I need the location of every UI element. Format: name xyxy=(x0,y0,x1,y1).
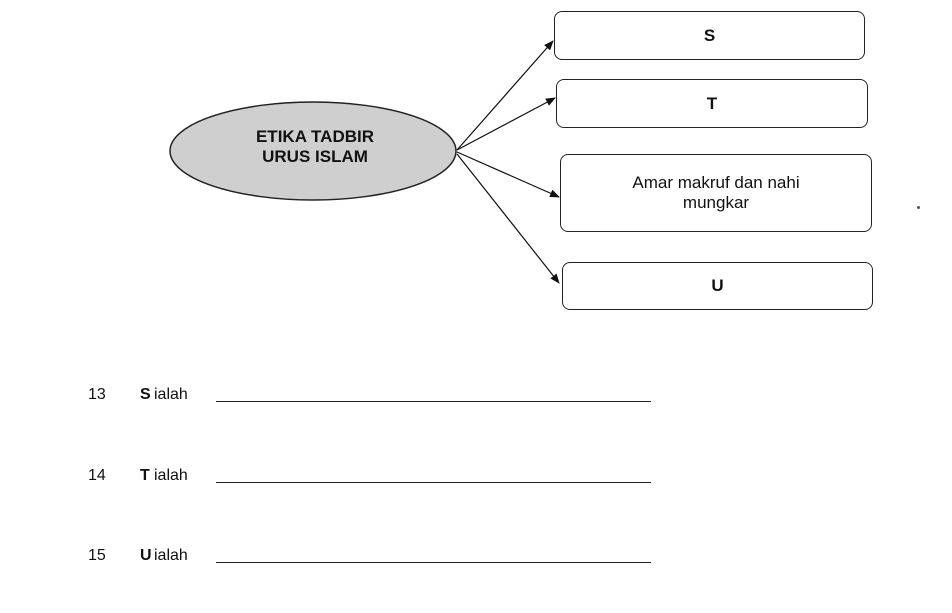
box-s: S xyxy=(554,11,865,60)
question-15: 15 U ialah xyxy=(88,541,651,565)
center-ellipse xyxy=(169,101,457,201)
question-word: ialah xyxy=(154,467,188,484)
question-number: 15 xyxy=(88,547,106,564)
answer-line-13[interactable] xyxy=(216,383,651,402)
question-number: 14 xyxy=(88,467,106,484)
arrow-to-s xyxy=(456,40,554,151)
question-13: 13 S ialah xyxy=(88,380,651,404)
question-word: ialah xyxy=(154,386,188,403)
center-label: ETIKA TADBIR URUS ISLAM xyxy=(190,127,440,167)
question-14: 14 T ialah xyxy=(88,461,651,485)
scan-speck xyxy=(917,206,920,209)
arrow-to-amar xyxy=(456,151,560,198)
question-word: ialah xyxy=(154,547,188,564)
question-letter: S xyxy=(140,386,151,403)
answer-line-15[interactable] xyxy=(216,544,651,563)
concept-diagram xyxy=(169,40,560,284)
question-letter: U xyxy=(140,547,152,564)
center-label-line2: URUS ISLAM xyxy=(262,147,368,166)
box-u-label: U xyxy=(711,276,724,295)
box-u: U xyxy=(562,262,873,310)
box-t: T xyxy=(556,79,868,128)
box-amar-makruf: Amar makruf dan nahi mungkar xyxy=(560,154,872,232)
box-t-label: T xyxy=(706,93,718,113)
center-label-line1: ETIKA TADBIR xyxy=(255,127,375,146)
arrow-to-t xyxy=(456,97,556,151)
answer-line-14[interactable] xyxy=(216,464,651,483)
question-number: 13 xyxy=(88,386,106,403)
box-amar-makruf-label: Amar makruf dan nahi mungkar xyxy=(632,173,800,212)
arrow-to-u xyxy=(456,153,560,284)
box-s-label: S xyxy=(703,25,716,45)
question-letter: T xyxy=(140,467,150,484)
